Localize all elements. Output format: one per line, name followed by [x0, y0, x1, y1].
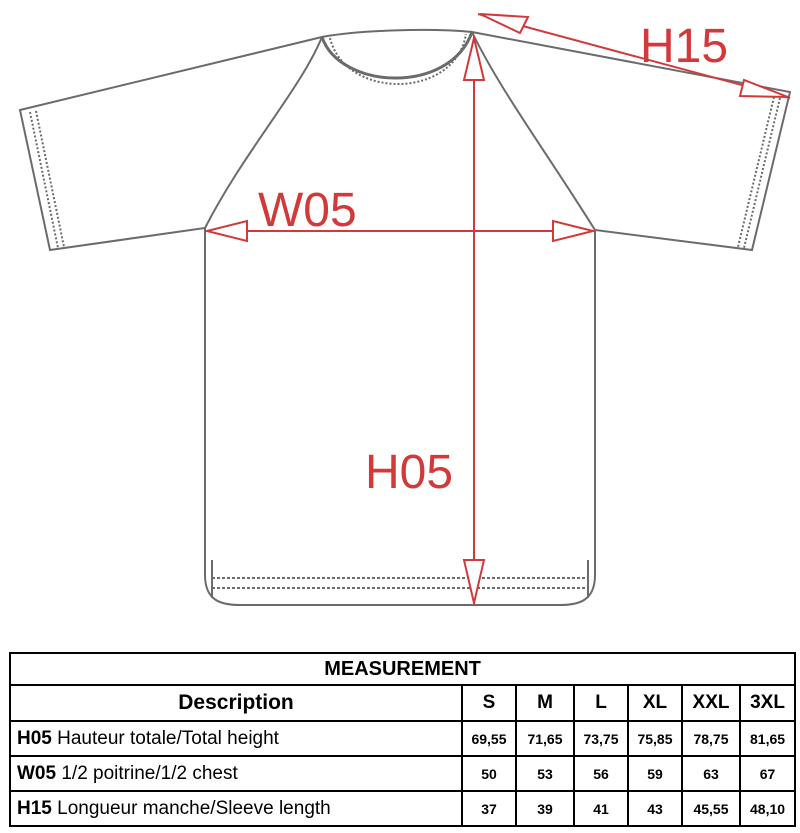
- table-row: H15 Longueur manche/Sleeve length 37 39 …: [9, 790, 797, 827]
- shirt-body: [204, 228, 596, 606]
- value-cell: 69,55: [461, 720, 517, 757]
- collar: [320, 31, 474, 80]
- value-cell: 67: [738, 755, 797, 792]
- shirt-hem: [212, 577, 588, 589]
- left-sleeve: [18, 35, 324, 252]
- row-description: H15 Longueur manche/Sleeve length: [9, 790, 463, 827]
- w05-dimension: [205, 219, 595, 243]
- h15-arrow-head-right: [738, 78, 789, 98]
- w05-arrow-head-right: [552, 219, 594, 243]
- value-cell: 50: [461, 755, 517, 792]
- value-cell: 56: [573, 755, 629, 792]
- right-sleeve: [470, 30, 792, 252]
- row-description: H05 Hauteur totale/Total height: [9, 720, 463, 757]
- h05-label: H05: [365, 446, 453, 499]
- h15-arrow-head-left: [479, 13, 530, 35]
- value-cell: 53: [515, 755, 575, 792]
- right-sleeve-hem: [743, 97, 781, 249]
- size-header-xl: XL: [627, 684, 683, 722]
- h15-arrow-line: [477, 13, 791, 99]
- size-header-m: M: [515, 684, 575, 722]
- left-sleeve-hem: [29, 111, 59, 249]
- row-description: W05 1/2 poitrine/1/2 chest: [9, 755, 463, 792]
- row-code: H05: [17, 727, 52, 749]
- measurement-table: MEASUREMENT Description S M L XL XXL 3XL…: [8, 652, 797, 827]
- table-row: W05 1/2 poitrine/1/2 chest 50 53 56 59 6…: [9, 755, 797, 792]
- value-cell: 45,55: [681, 790, 741, 827]
- size-header-l: L: [573, 684, 629, 722]
- row-code: H15: [17, 797, 52, 819]
- row-label: Hauteur totale/Total height: [57, 727, 279, 749]
- size-header-s: S: [461, 684, 517, 722]
- value-cell: 75,85: [627, 720, 683, 757]
- h05-dimension: [462, 36, 486, 605]
- row-label: 1/2 poitrine/1/2 chest: [61, 762, 238, 784]
- value-cell: 59: [627, 755, 683, 792]
- tshirt-outline: [18, 28, 792, 606]
- row-label: Longueur manche/Sleeve length: [57, 797, 331, 819]
- w05-label: W05: [258, 184, 357, 237]
- h15-dimension: [477, 13, 791, 99]
- table-row: H05 Hauteur totale/Total height 69,55 71…: [9, 720, 797, 757]
- value-cell: 78,75: [681, 720, 741, 757]
- w05-arrow-head-left: [206, 219, 248, 243]
- value-cell: 41: [573, 790, 629, 827]
- table-title-row: MEASUREMENT: [8, 652, 797, 686]
- value-cell: 48,10: [738, 790, 797, 827]
- value-cell: 37: [461, 790, 517, 827]
- value-cell: 81,65: [738, 720, 797, 757]
- h05-arrow-head-bottom: [462, 559, 486, 604]
- row-code: W05: [17, 762, 57, 784]
- value-cell: 43: [627, 790, 683, 827]
- value-cell: 73,75: [573, 720, 629, 757]
- value-cell: 39: [515, 790, 575, 827]
- table-title: MEASUREMENT: [8, 652, 797, 686]
- h15-label: H15: [640, 20, 728, 73]
- description-header: Description: [9, 684, 463, 722]
- h05-arrow-head-top: [462, 37, 486, 81]
- tshirt-measurement-diagram: H15 W05 H05: [18, 13, 792, 606]
- table-header-row: Description S M L XL XXL 3XL: [9, 684, 797, 722]
- value-cell: 63: [681, 755, 741, 792]
- value-cell: 71,65: [515, 720, 575, 757]
- size-header-xxl: XXL: [681, 684, 741, 722]
- size-header-3xl: 3XL: [738, 684, 797, 722]
